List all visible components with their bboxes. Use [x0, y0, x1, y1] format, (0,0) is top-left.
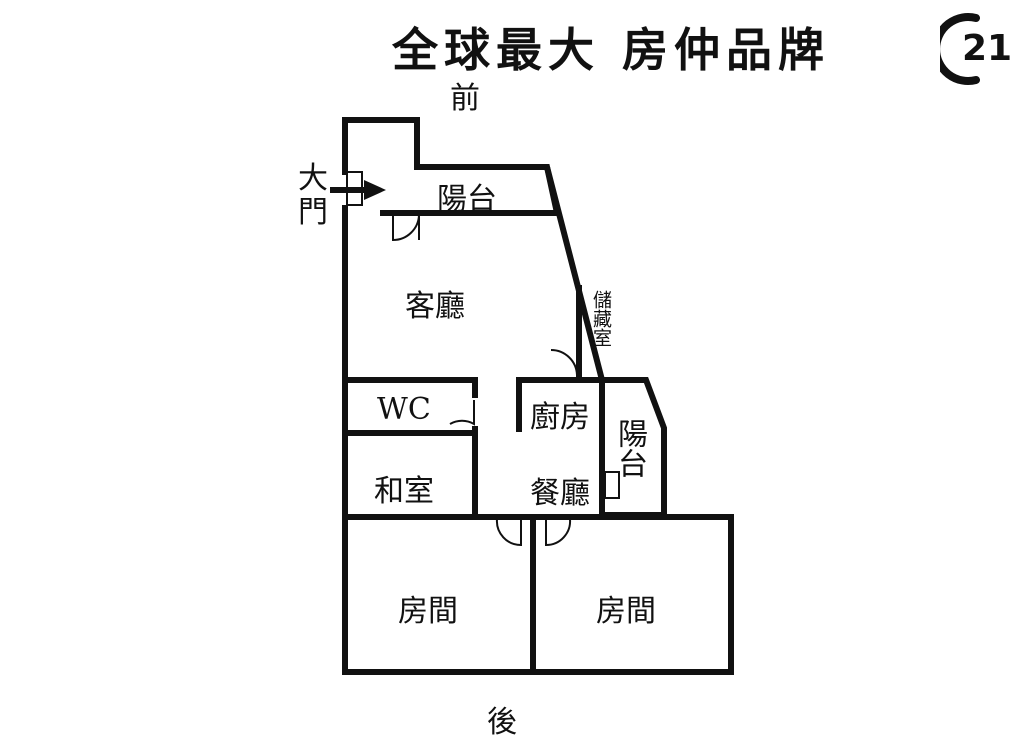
room-storage: 儲藏室: [590, 290, 612, 347]
balcony-side-door-icon: [604, 471, 620, 499]
room-balcony-side: 陽台: [612, 418, 647, 478]
brand-slogan: 全球最大 房仲品牌: [392, 23, 831, 77]
room-balcony-front: 陽台: [437, 182, 497, 217]
room-bedroom-right: 房間: [596, 594, 656, 629]
storage-door-icon: [550, 348, 578, 376]
bedroom-left-door-icon: [495, 518, 522, 547]
room-washitsu: 和室: [374, 474, 434, 509]
living-door-icon: [392, 214, 420, 242]
wc-door-icon: [449, 400, 475, 426]
room-dining: 餐廳: [530, 476, 590, 511]
entrance-label-char: 大: [298, 161, 328, 196]
storage-wall: [576, 285, 667, 515]
bedroom-right-door-icon: [545, 518, 572, 547]
direction-front: 前: [450, 81, 480, 116]
room-kitchen: 廚房: [530, 400, 590, 435]
direction-back: 後: [487, 705, 517, 740]
room-bedroom-left: 房間: [398, 594, 458, 629]
kitchen-wall: [516, 377, 579, 432]
entrance-label: 大 門: [296, 162, 330, 230]
room-living: 客廳: [405, 289, 465, 324]
logo-text: 21: [962, 28, 1012, 69]
entry-arrow-icon: [330, 180, 386, 200]
bedroom-left-wall: [342, 514, 536, 675]
entry-door-icon: [346, 171, 363, 206]
entrance-label-char: 門: [298, 195, 328, 230]
wc-wall: [345, 377, 478, 398]
room-wc: WC: [377, 392, 431, 427]
